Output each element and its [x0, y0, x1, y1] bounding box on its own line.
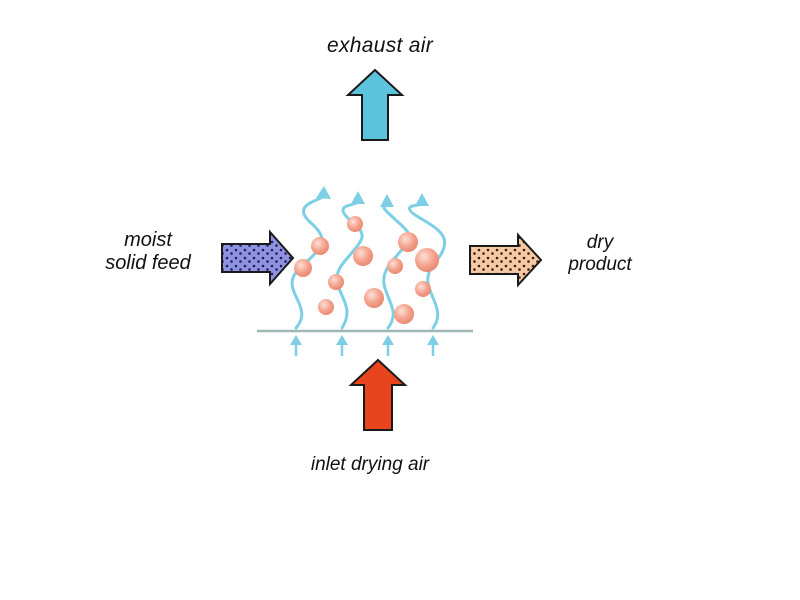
exhaust-air-label: exhaust air — [326, 34, 434, 57]
particle — [311, 237, 329, 255]
exhaust-air-arrow — [345, 68, 405, 141]
particle — [328, 274, 344, 290]
moist-label-line2: solid feed — [105, 252, 191, 274]
particle — [415, 248, 439, 272]
particle — [364, 288, 384, 308]
inlet-air-arrow — [348, 358, 408, 431]
dry-label-line1: dry — [586, 232, 614, 253]
dry-product-arrow — [469, 232, 543, 288]
bed-particles — [294, 216, 439, 324]
particle — [318, 299, 334, 315]
particle — [415, 281, 431, 297]
dry-product-label: dry product — [540, 232, 660, 276]
particle — [294, 259, 312, 277]
moist-solid-feed-label: moist solid feed — [78, 229, 218, 275]
particle — [394, 304, 414, 324]
inlet-drying-air-label: inlet drying air — [310, 454, 430, 475]
particle — [353, 246, 373, 266]
bed-air-arrowheads — [316, 186, 429, 207]
moist-label-line1: moist — [124, 229, 172, 251]
dry-label-line2: product — [568, 253, 632, 275]
particle — [398, 232, 418, 252]
inlet-air-streams — [290, 335, 439, 356]
particle — [347, 216, 363, 232]
particle — [387, 258, 403, 274]
moist-feed-arrow — [221, 229, 295, 287]
